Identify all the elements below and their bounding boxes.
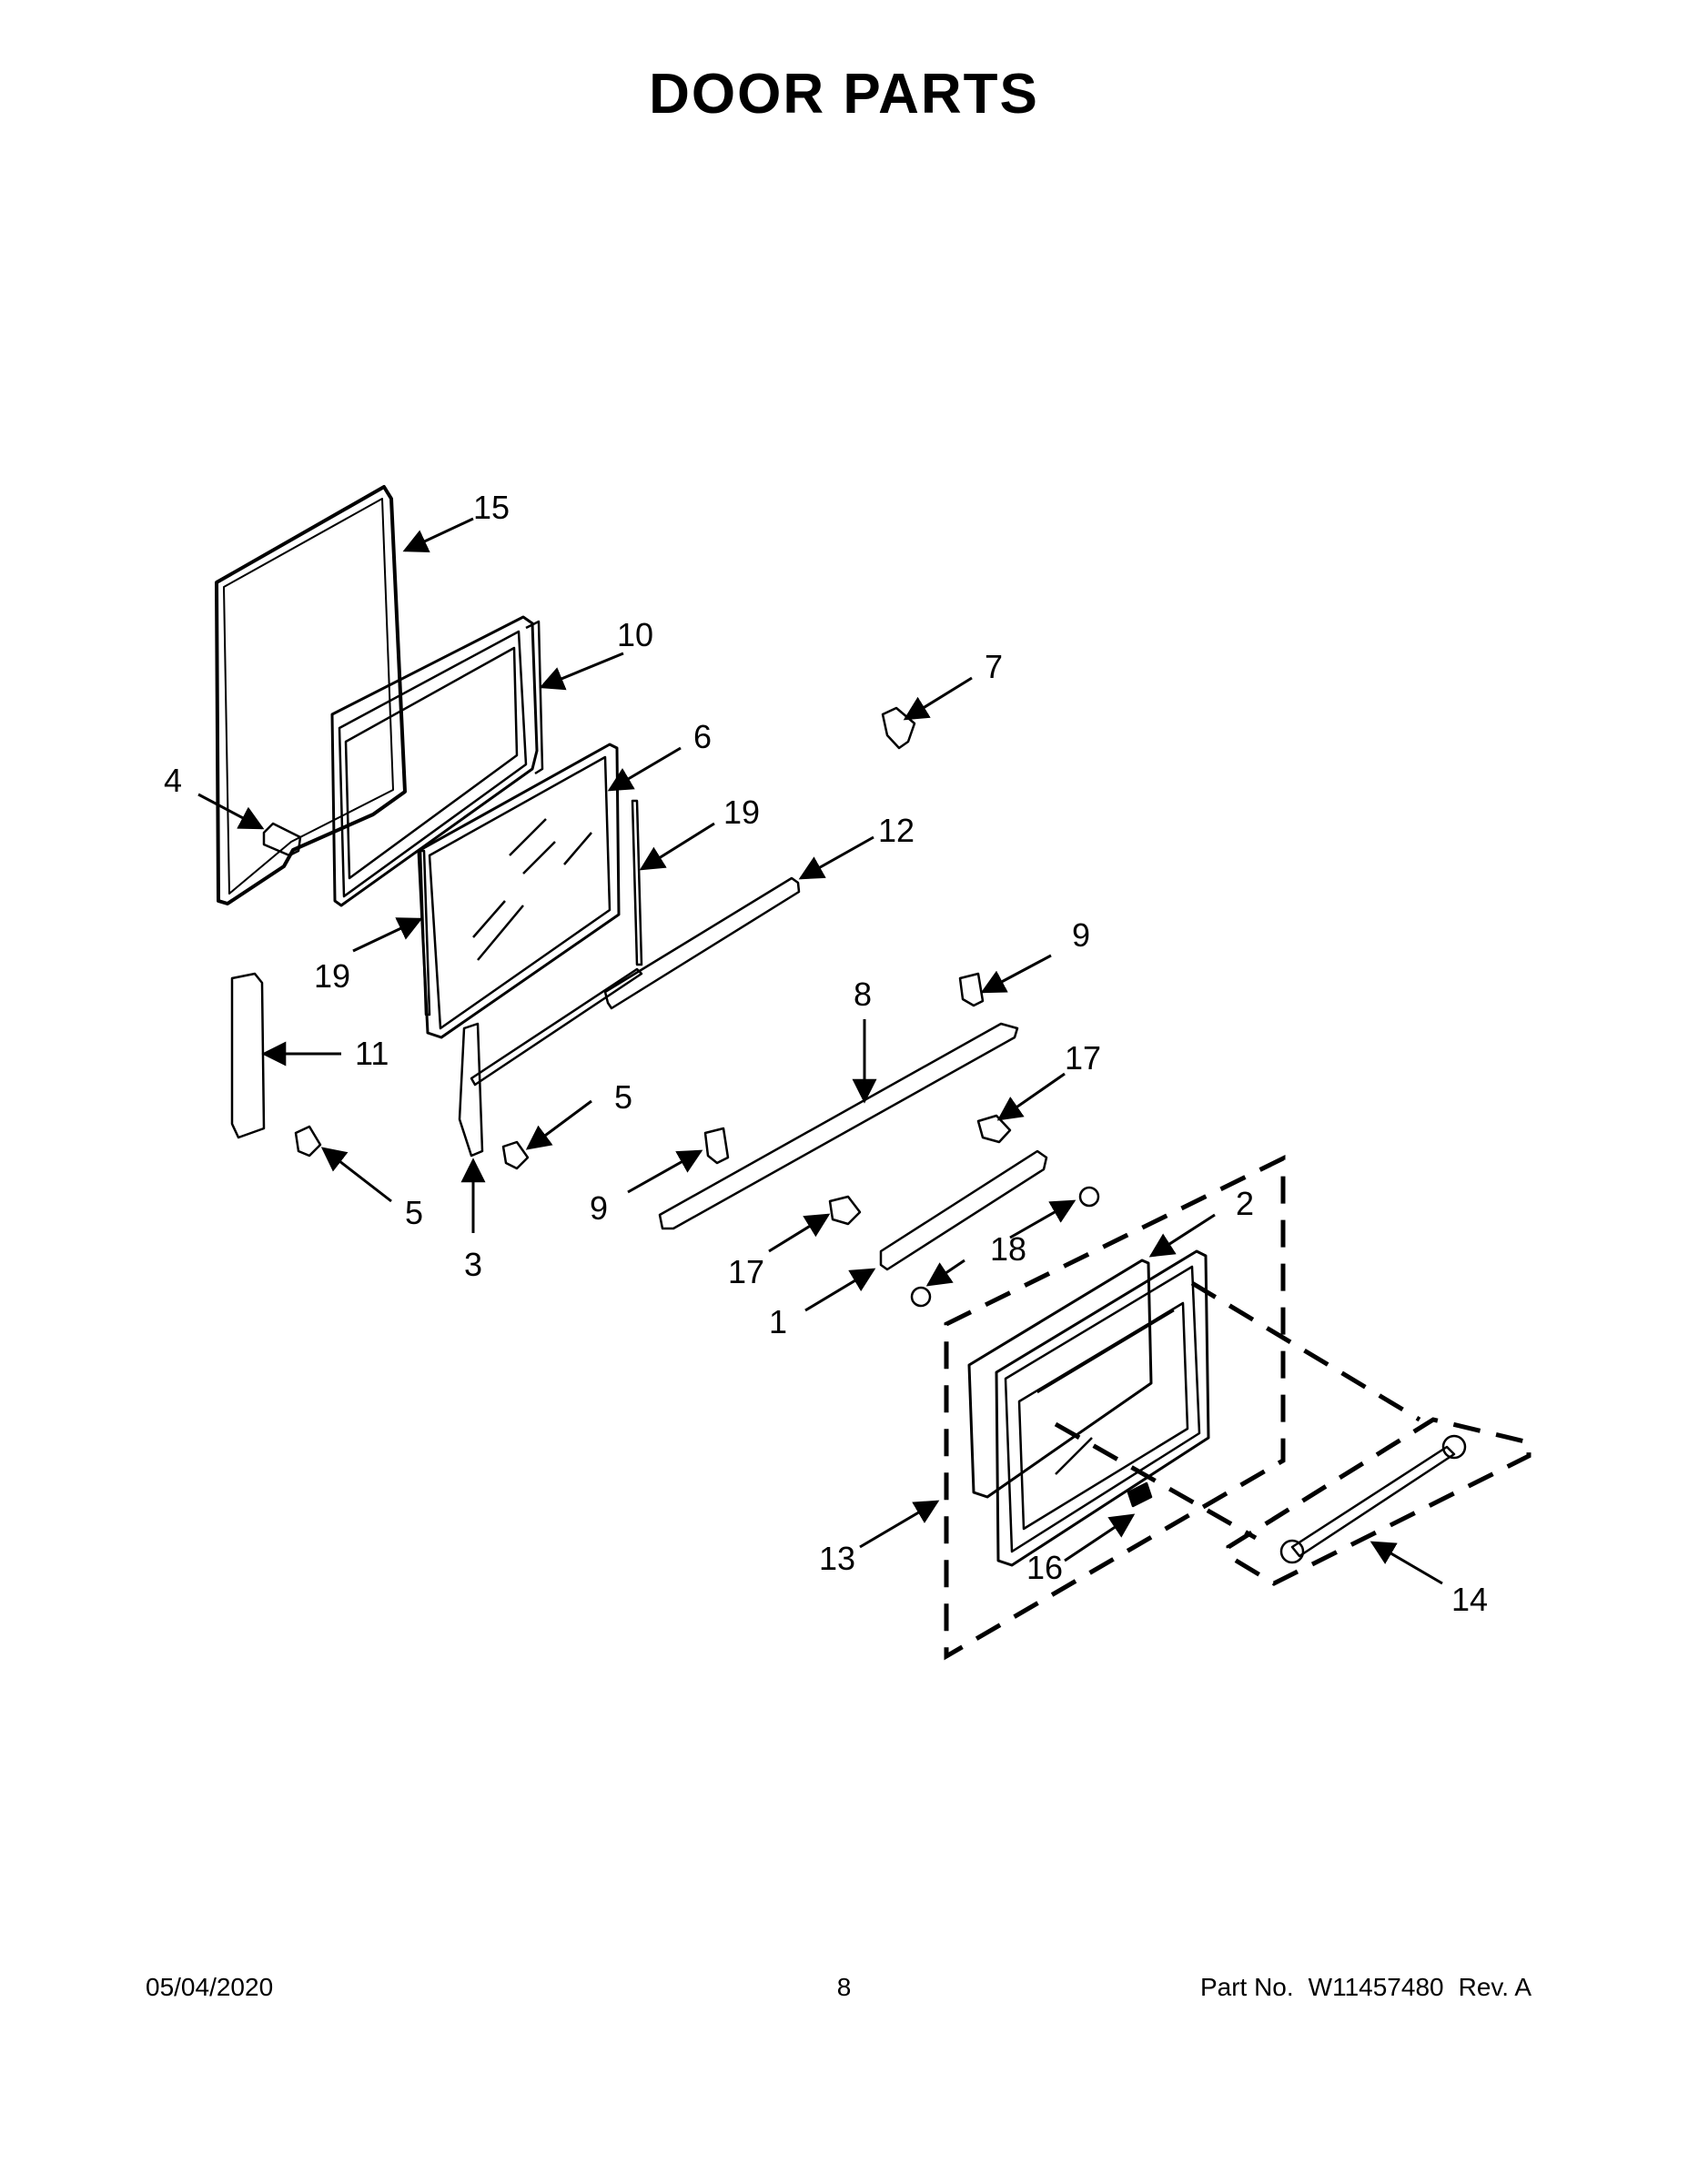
callout-19-right: 19	[723, 794, 760, 831]
callout-14: 14	[1451, 1581, 1488, 1618]
part-7-clip	[881, 706, 916, 750]
part-4-screw	[262, 822, 302, 857]
callout-19-left: 19	[314, 957, 350, 995]
part-11-bracket	[230, 972, 266, 1139]
callout-17-top: 17	[1065, 1039, 1101, 1077]
part-3-hinge	[458, 1022, 484, 1158]
part-8-rail	[658, 1022, 1019, 1230]
callout-15: 15	[473, 489, 510, 526]
callout-7: 7	[985, 648, 1003, 685]
part-15-gasket	[215, 485, 407, 905]
callout-9-left: 9	[590, 1189, 608, 1227]
part-17-screw-top	[976, 1114, 1012, 1144]
page-title: DOOR PARTS	[649, 63, 1039, 126]
part-19-strips	[419, 799, 643, 1087]
part-10-inner-door	[330, 615, 544, 907]
part-9-screw-top	[958, 972, 985, 1007]
part-6-glass	[417, 743, 621, 1039]
outline-14	[1226, 1417, 1531, 1586]
part-9-screw-mid	[703, 1127, 730, 1165]
callout-1: 1	[769, 1303, 787, 1340]
callout-12: 12	[878, 812, 915, 849]
callout-3: 3	[464, 1246, 482, 1283]
part-17-screw-low	[828, 1195, 862, 1226]
callout-9-top: 9	[1072, 916, 1090, 954]
part-2-outer-door	[967, 1249, 1210, 1567]
callout-10: 10	[617, 616, 653, 653]
leader-arrows	[197, 517, 1443, 1585]
callout-2: 2	[1236, 1185, 1254, 1222]
revision: Rev. A	[1458, 1973, 1531, 2001]
callout-5-right: 5	[614, 1078, 632, 1116]
footer-part-number: Part No. W11457480 Rev. A	[1200, 1973, 1531, 2002]
callout-4: 4	[164, 762, 182, 799]
callout-8: 8	[854, 976, 872, 1013]
footer-date: 05/04/2020	[146, 1973, 274, 2001]
part-number: W11457480	[1308, 1973, 1444, 2001]
part-14-rod	[1279, 1434, 1467, 1564]
callout-11: 11	[355, 1035, 389, 1072]
part-18-spacer-left	[910, 1286, 932, 1308]
part-5-screw-left	[294, 1125, 322, 1158]
callout-5-left: 5	[405, 1194, 423, 1231]
callout-17-low: 17	[728, 1253, 764, 1290]
part-label: Part No.	[1199, 1973, 1294, 2001]
outline-13	[944, 1154, 1286, 1661]
footer-page-number: 8	[836, 1973, 852, 2001]
part-18-spacer-right	[1078, 1186, 1100, 1208]
part-12-bar	[603, 876, 801, 1010]
callout-13: 13	[819, 1540, 855, 1577]
part-5-screw-right	[501, 1140, 530, 1170]
callout-16: 16	[1026, 1549, 1063, 1586]
part-1-handle	[879, 1149, 1048, 1271]
assembly-outlines	[944, 1154, 1531, 1661]
callout-labels: 15 10 7 6 4 19 12 19 9 8 11 17 5 5 3 9 2…	[164, 489, 1488, 1618]
callout-6: 6	[693, 718, 712, 755]
callout-18: 18	[990, 1230, 1026, 1268]
